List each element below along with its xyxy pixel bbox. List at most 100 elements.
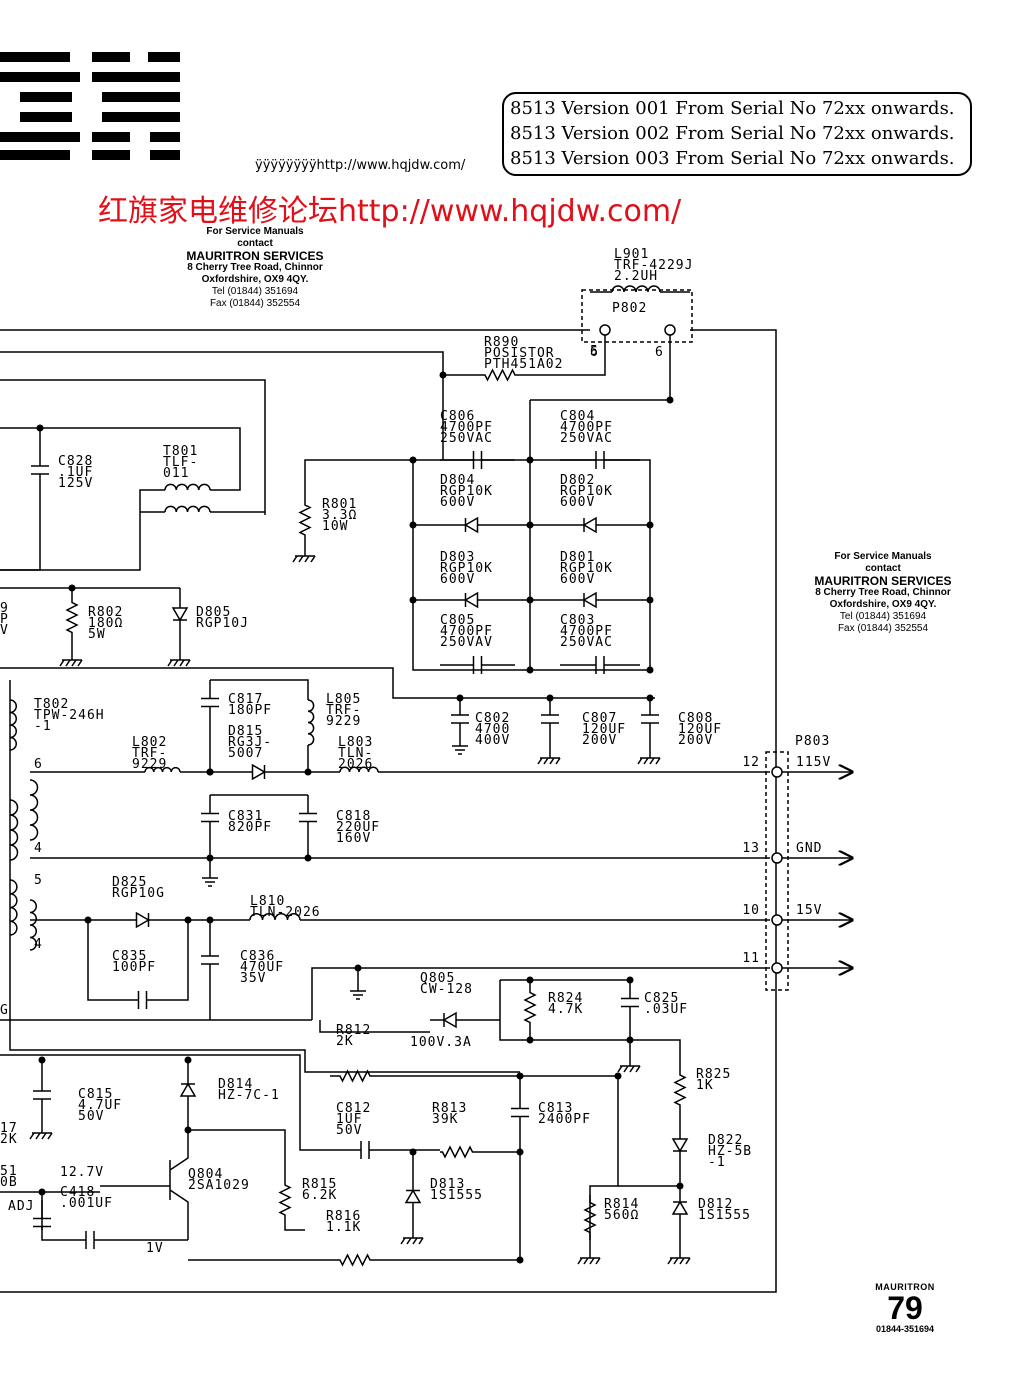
junction-dot [184,1056,192,1064]
junction-dot [626,976,634,984]
connector-pin [771,962,783,974]
service-company: MAURITRON SERVICES [814,574,952,588]
version-line: 8513 Version 003 From Serial No 72xx onw… [510,148,955,169]
wire [30,919,135,1001]
component-label: 4.7K [548,1002,583,1017]
component-label: 9229 [132,757,167,772]
inductor-symbol [144,766,181,773]
service-fax: Fax (01844) 352554 [837,623,929,634]
inductor-symbol [611,285,661,293]
diode-symbol [671,1138,689,1153]
component-label: D825 [112,875,147,890]
chassis-ground-symbol [549,757,555,765]
component-label: TRF- [326,703,361,718]
component-label: 120UF [582,722,626,737]
junction-dot [184,1126,192,1134]
component-label: D812 [698,1197,733,1212]
junction-dot [646,666,654,674]
wire [284,1220,305,1231]
component-label: C815 [78,1087,113,1102]
chassis-ground-symbol [65,659,71,667]
chassis-ground-symbol [543,757,549,765]
component-label: C806 [440,409,475,424]
component-label: D813 [430,1177,465,1192]
component-label: C807 [582,711,617,726]
component-label: 600V [560,572,595,587]
connector-pin [771,914,783,926]
version-line: 8513 Version 001 From Serial No 72xx onw… [510,98,955,119]
service-tel: Tel (01844) 351694 [839,611,927,622]
service-fax: Fax (01844) 352554 [209,298,301,309]
component-label: 1S1555 [430,1188,483,1203]
component-label: 400V [475,733,510,748]
component-label: R801 [322,497,357,512]
wire [0,667,655,699]
resistor-symbol [330,1069,380,1083]
output-pin-number: 11 [742,951,760,966]
component-label: ADJ [8,1199,34,1214]
component-label: 50V [336,1123,362,1138]
component-label: C418 [60,1185,95,1200]
component-label: L805 [326,692,361,707]
chassis-ground-symbol [167,659,173,667]
connector-pin [664,324,676,336]
junction-dot [38,1188,46,1196]
chassis-ground-symbol [173,659,179,667]
diode-symbol [464,516,479,534]
connector-pin [771,766,783,778]
component-label: 1.1K [326,1220,361,1235]
component-label: 100V.3A [410,1035,472,1050]
wire [500,979,631,990]
component-label: R814 [604,1197,639,1212]
page-number: 79 [887,1290,923,1326]
component-label: C818 [336,809,371,824]
junction-dot [614,1072,622,1080]
output-pin-number: 13 [742,841,760,856]
component-label: TRF- [132,746,167,761]
footer-brand: MAURITRON [875,1282,935,1292]
chassis-ground-symbol [583,1257,589,1265]
junction-dot [526,666,534,674]
diode-symbol [582,591,597,609]
component-label: RGP10K [440,484,493,499]
component-label: 600V [440,572,475,587]
junction-dot [409,1148,417,1156]
junction-dot [304,768,312,776]
component-label: 120UF [678,722,722,737]
component-label: D822 [708,1133,743,1148]
resistor-symbol [440,1145,475,1159]
wire [169,1189,189,1240]
connector-pin [599,324,611,336]
inductor-symbol [29,779,39,841]
output-pin-number: 10 [742,903,760,918]
junction-dot [409,521,417,529]
wire [0,351,444,460]
junction-dot [516,1148,524,1156]
connector-outline [765,751,789,991]
inductor-symbol [307,699,315,746]
component-label: R812 [336,1023,371,1038]
chassis-ground-symbol [400,1237,406,1245]
component-label: D805 [196,605,231,620]
component-label: P [0,612,9,627]
component-label: 200V [678,733,713,748]
component-label: 4700PF [560,624,613,639]
service-line1: For Service Manuals [206,226,304,237]
component-label: 2400PF [538,1112,591,1127]
resistor-symbol [278,1180,292,1220]
component-label: 1K [696,1078,714,1093]
wire [319,1020,430,1033]
component-label: 820PF [228,820,272,835]
component-label: 600V [440,495,475,510]
component-label: 6 [34,757,43,772]
component-label: D803 [440,550,475,565]
chassis-ground-symbol [47,1132,53,1140]
component-label: C813 [538,1101,573,1116]
component-label: 4700PF [440,624,493,639]
service-company: MAURITRON SERVICES [186,249,324,263]
service-address1: 8 Cherry Tree Road, Chinnor [815,587,951,598]
component-label: 470UF [240,960,284,975]
resistor-symbol [523,990,537,1025]
wire [188,1129,286,1180]
